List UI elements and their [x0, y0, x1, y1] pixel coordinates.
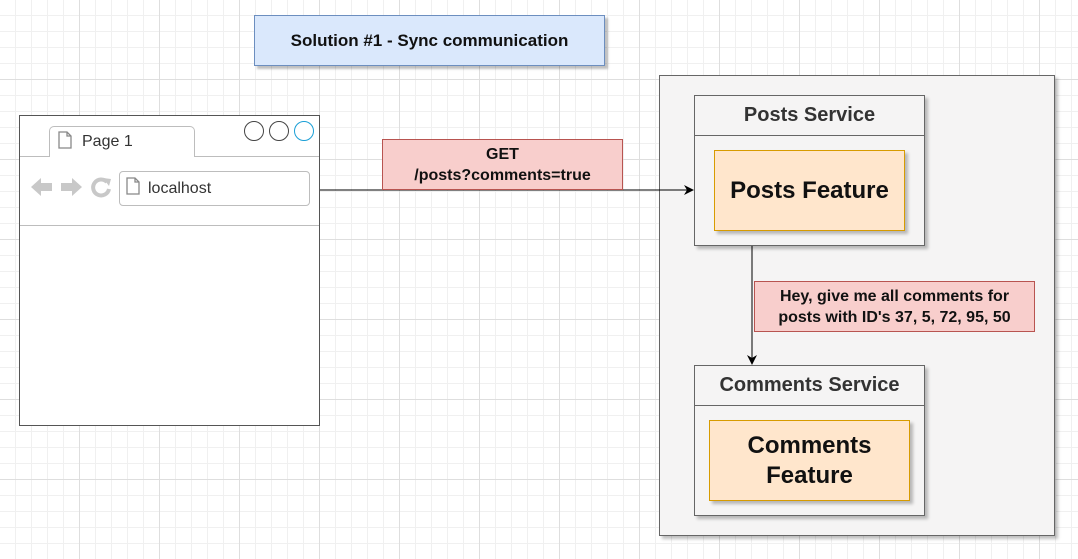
reload-icon[interactable] [90, 176, 112, 203]
url-page-icon [126, 177, 140, 200]
browser-tab[interactable]: Page 1 [49, 126, 195, 157]
service-call-line2: posts with ID's 37, 5, 72, 95, 50 [778, 308, 1011, 326]
back-arrow-icon[interactable] [30, 176, 54, 203]
maximize-button[interactable] [269, 121, 289, 141]
url-text: localhost [148, 179, 212, 197]
minimize-button[interactable] [244, 121, 264, 141]
request-label: GET /posts?comments=true [382, 139, 623, 190]
diagram-title: Solution #1 - Sync communication [254, 15, 605, 66]
request-method: GET [486, 145, 519, 163]
posts-feature: Posts Feature [714, 150, 905, 231]
toolbar-divider [20, 225, 319, 226]
comments-feature-line1: Comments [747, 431, 872, 459]
service-call-line1: Hey, give me all comments for [779, 287, 1010, 305]
tab-gap [50, 156, 194, 157]
posts-service-title: Posts Service [695, 96, 924, 136]
close-button[interactable] [294, 121, 314, 141]
posts-feature-label: Posts Feature [730, 176, 889, 204]
comments-feature-line2: Feature [766, 461, 853, 489]
browser-tab-label: Page 1 [82, 133, 133, 150]
service-call-label: Hey, give me all comments for posts with… [754, 281, 1035, 332]
browser-window: Page 1 localhost [19, 115, 320, 426]
forward-arrow-icon[interactable] [59, 176, 83, 203]
request-path: /posts?comments=true [414, 166, 591, 184]
page-icon [58, 130, 72, 154]
comments-feature: Comments Feature [709, 420, 910, 501]
diagram-title-text: Solution #1 - Sync communication [290, 30, 569, 50]
comments-service-title: Comments Service [695, 366, 924, 406]
url-bar[interactable]: localhost [119, 171, 310, 206]
